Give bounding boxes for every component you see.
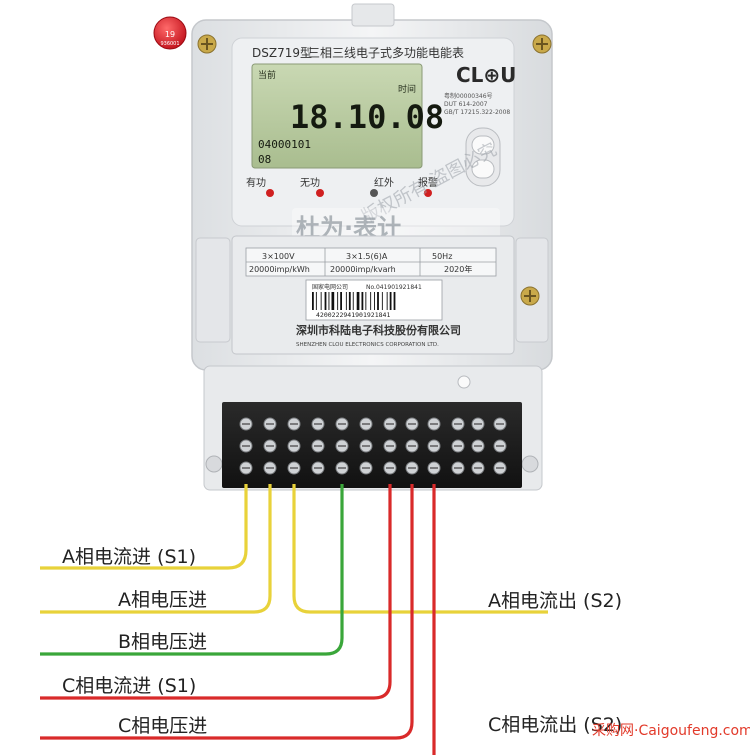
label-a-voltage-in: A相电压进 (118, 589, 207, 611)
terminal-block (222, 402, 522, 488)
barcode-bar (356, 292, 360, 310)
barcode-bar (386, 292, 388, 310)
standard-2: GB/T 17215.322-2008 (444, 109, 510, 116)
manufacture-year: 2020年 (444, 264, 472, 274)
label-b-voltage-in: B相电压进 (118, 631, 208, 653)
active-constant: 20000imp/kWh (249, 265, 310, 274)
meter-model: DSZ719型 (252, 46, 312, 60)
barcode-bar (312, 292, 314, 310)
rated-frequency: 50Hz (432, 252, 452, 261)
rated-voltage: 3×100V (262, 252, 295, 261)
site-watermark-domain: Caigoufeng.com (638, 723, 750, 739)
mounting-screw (532, 34, 552, 54)
barcode-digits: 4200222941901921841 (316, 311, 390, 319)
wire-a-voltage-in (40, 484, 272, 614)
barcode-bar (393, 292, 396, 310)
wiring (40, 484, 548, 755)
barcode-bar (340, 292, 342, 310)
page-button[interactable] (465, 127, 501, 187)
wire-c-current-in (40, 484, 392, 700)
rated-current: 3×1.5(6)A (346, 252, 388, 261)
lcd-label-time: 时间 (398, 83, 416, 95)
lcd-label-current: 当前 (258, 69, 276, 81)
barcode-bar (389, 292, 392, 310)
meter-title: 三相三线电子式多功能电能表 (308, 46, 464, 60)
barcode-bar (352, 292, 354, 310)
barcode-bar (370, 292, 372, 310)
barcode-bar (365, 292, 367, 310)
seal-code: 936001 (160, 41, 179, 47)
brand-logo: CL⊕U (456, 63, 516, 87)
nameplate (231, 235, 515, 355)
barcode-bar (361, 292, 364, 310)
wire-a-current-out (292, 484, 548, 614)
wire-b-voltage-in (40, 484, 344, 656)
site-watermark: 采购网·Caigoufeng.com (592, 720, 750, 740)
reactive-constant: 20000imp/kvarh (330, 265, 396, 274)
barcode-bar (374, 292, 375, 310)
standard-1: DUT 614-2007 (444, 101, 488, 108)
lcd-sub-value: 04000101 (258, 138, 311, 151)
indicator-reactive: 无功 (300, 177, 320, 189)
lcd-main-value: 18.10.08 (290, 98, 444, 136)
seal-number: 19 (165, 30, 175, 39)
cert-number: 粤制00000346号 (444, 92, 493, 100)
label-a-current-out: A相电流出 (S2) (488, 590, 623, 612)
barcode-label: 国家电网公司 (312, 283, 348, 291)
lcd-sub-value2: 08 (258, 153, 271, 166)
barcode-bar (381, 292, 383, 310)
barcode-bar (320, 292, 322, 310)
seal-badge: 19 936001 (153, 16, 187, 50)
barcode-bar (377, 292, 379, 310)
label-a-current-in: A相电流进 (S1) (62, 546, 197, 568)
barcode-bar (324, 292, 327, 310)
lcd-display: 当前 时间 18.10.08 04000101 08 (251, 63, 444, 169)
label-c-current-out: C相电流出 (S2) (488, 714, 623, 736)
barcode-bar (348, 292, 351, 310)
indicator-infrared: 红外 (374, 176, 394, 189)
label-c-voltage-in: C相电压进 (118, 715, 208, 737)
barcode (305, 279, 443, 321)
mounting-screw (197, 34, 217, 54)
wire-c-voltage-in (40, 484, 414, 740)
indicator-alarm: 报警 (418, 176, 438, 189)
barcode-bar (328, 292, 330, 310)
barcode-bar (345, 292, 347, 310)
indicator-active: 有功 (246, 176, 266, 189)
barcode-bar (331, 292, 335, 310)
manufacturer-cn: 深圳市科陆电子科技股份有限公司 (296, 323, 461, 337)
barcode-bar (337, 292, 339, 310)
mounting-screw (520, 286, 540, 306)
barcode-number: No.041901921841 (366, 284, 422, 291)
manufacturer-en: SHENZHEN CLOU ELECTRONICS CORPORATION LT… (296, 342, 439, 348)
wire-a-current-in (40, 484, 248, 570)
site-watermark-prefix: 采购网· (592, 723, 639, 739)
label-c-current-in: C相电流进 (S1) (62, 675, 197, 697)
barcode-bar (315, 292, 317, 310)
indicator-row (266, 189, 432, 197)
